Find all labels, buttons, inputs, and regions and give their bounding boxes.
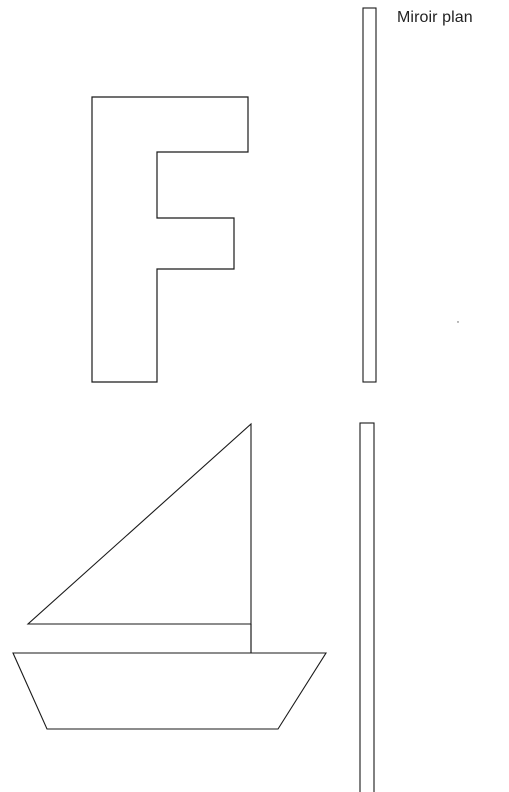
upper-plane-mirror	[363, 8, 376, 382]
lower-plane-mirror	[360, 423, 374, 792]
scan-speck	[457, 321, 458, 322]
mirror-label: Miroir plan	[397, 9, 473, 27]
sailboat-hull	[13, 653, 326, 729]
sailboat-sail	[28, 424, 251, 624]
letter-f-shape	[92, 97, 248, 382]
